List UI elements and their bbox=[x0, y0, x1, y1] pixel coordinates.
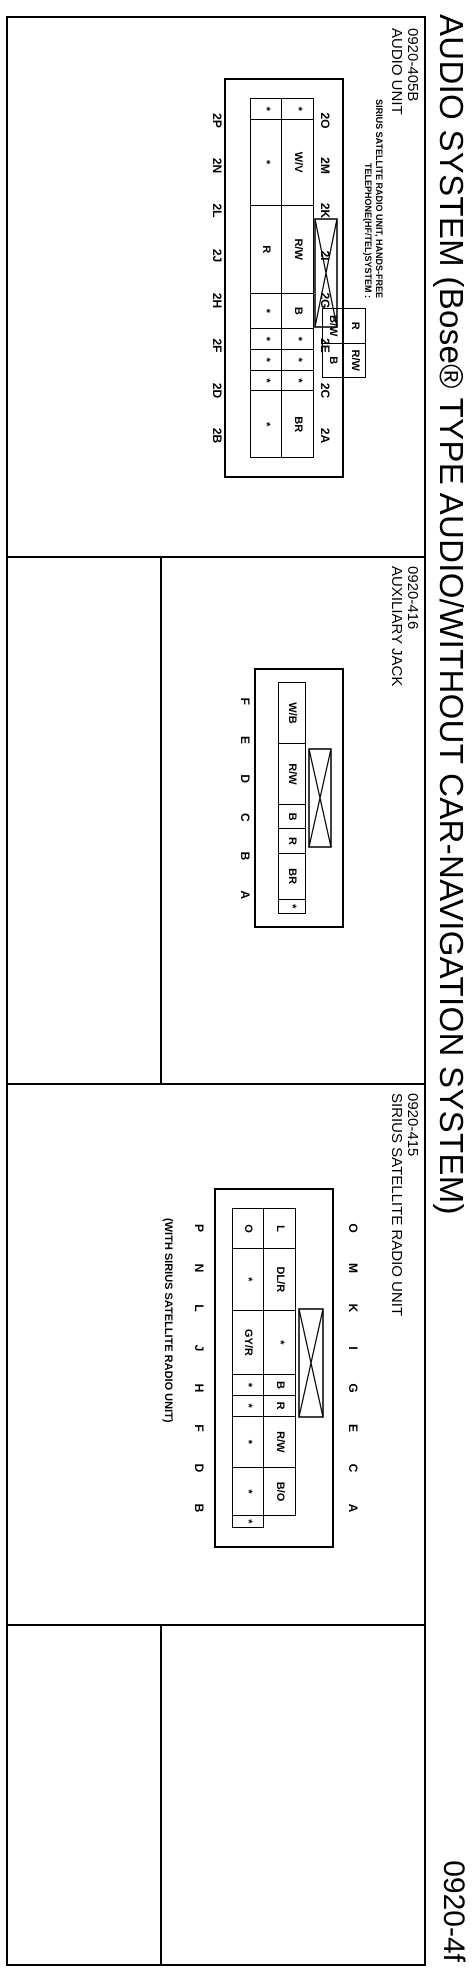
sirius-bottom-label-5: F bbox=[192, 1424, 206, 1432]
sirius-top-label-2: K bbox=[346, 1303, 360, 1313]
audio-pin-top-7: BR bbox=[282, 390, 314, 458]
sirius-top-label-0: O bbox=[346, 1223, 360, 1233]
audio-pin-top-2: R/W bbox=[282, 205, 314, 294]
audio-bottom-label-2: 2L bbox=[210, 203, 224, 218]
aux-label-3: C bbox=[238, 812, 252, 822]
sirius-pin-top-5: R/W bbox=[264, 1416, 296, 1468]
audio-top-label-1: 2M bbox=[318, 157, 332, 174]
connector-code: 0920-405B bbox=[404, 28, 421, 102]
divider-2 bbox=[8, 1083, 424, 1085]
audio-pin-bottom-1: * bbox=[250, 119, 282, 206]
audio-pin-top-5: * bbox=[282, 349, 314, 371]
divider-empty-bottom bbox=[160, 1624, 162, 1964]
audio-pin-top-4: * bbox=[282, 328, 314, 350]
sirius-bottom-label-0: P bbox=[192, 1223, 206, 1232]
audio-pin-bottom-4: * bbox=[250, 328, 282, 350]
aux-pin-2: B bbox=[278, 804, 306, 829]
sirius-bottom-label-6: D bbox=[192, 1463, 206, 1473]
aux-label-0: F bbox=[238, 697, 252, 705]
sirius-pin-bottom-3: * bbox=[232, 1374, 264, 1396]
sirius-top-label-6: C bbox=[346, 1463, 360, 1473]
aux-label-4: B bbox=[238, 851, 252, 861]
aux-pin-3: R bbox=[278, 828, 306, 854]
sirius-top-label-5: E bbox=[346, 1423, 360, 1432]
sirius-bottom-label-7: B bbox=[192, 1503, 206, 1513]
aux-latch bbox=[308, 748, 332, 848]
audio-latch bbox=[314, 218, 338, 328]
aux-pin-4: BR bbox=[278, 853, 306, 900]
audio-pin-top-0: * bbox=[282, 98, 314, 120]
sirius-top-label-4: G bbox=[346, 1383, 360, 1393]
audio-top-label-7: 2A bbox=[318, 427, 332, 444]
sirius-pin-bottom-7: * bbox=[232, 1515, 264, 1528]
sirius-bottom-label-4: H bbox=[192, 1383, 206, 1393]
audio-pin-bottom-0: * bbox=[250, 98, 282, 120]
divider-aux-bottom bbox=[160, 556, 162, 1083]
sirius-top-label-3: I bbox=[346, 1346, 360, 1350]
connector-name: SIRIUS SATELLITE RADIO UNIT bbox=[388, 1093, 405, 1317]
audio-sub-cell-0-0: R bbox=[344, 308, 366, 343]
connector-code: 0920-415 bbox=[404, 1093, 421, 1157]
sirius-pin-top-3: B bbox=[264, 1374, 296, 1396]
sirius-bottom-label-2: L bbox=[192, 1304, 206, 1312]
aux-pin-1: R/W bbox=[278, 743, 306, 805]
page-number: 0920-4f bbox=[437, 1860, 470, 1962]
sirius-pin-top-1: DL/R bbox=[264, 1248, 296, 1311]
audio-pin-bottom-3: * bbox=[250, 293, 282, 329]
audio-bottom-label-3: 2J bbox=[210, 248, 224, 263]
audio-bottom-label-1: 2N bbox=[210, 157, 224, 174]
audio-top-label-6: 2C bbox=[318, 382, 332, 399]
page-title: AUDIO SYSTEM (Bose® TYPE AUDIO/WITHOUT C… bbox=[433, 14, 470, 1215]
audio-bottom-label-0: 2P bbox=[210, 113, 224, 128]
audio-bottom-label-6: 2D bbox=[210, 382, 224, 399]
aux-label-5: A bbox=[238, 890, 252, 899]
audio-bottom-label-7: 2B bbox=[210, 427, 224, 444]
sirius-top-label-7: A bbox=[346, 1503, 360, 1513]
aux-label-2: D bbox=[238, 774, 252, 783]
audio-pin-bottom-2: R bbox=[250, 205, 282, 294]
audio-pin-top-3: B bbox=[282, 293, 314, 329]
sirius-pin-bottom-5: * bbox=[232, 1416, 264, 1468]
sirius-top-label-1: M bbox=[346, 1263, 360, 1273]
sirius-latch bbox=[298, 1308, 324, 1418]
connector-note: SIRIUS SATELLITE RADIO UNIT, HANDS-FREE … bbox=[363, 99, 384, 298]
divider-1 bbox=[8, 556, 424, 558]
sirius-pin-top-4: R bbox=[264, 1395, 296, 1416]
audio-pin-bottom-7: * bbox=[250, 390, 282, 458]
audio-pin-top-6: * bbox=[282, 370, 314, 391]
audio-pin-top-1: W/V bbox=[282, 119, 314, 206]
audio-top-label-0: 2O bbox=[318, 112, 332, 129]
sirius-pin-top-6: B/O bbox=[264, 1467, 296, 1516]
aux-pin-0: W/B bbox=[278, 682, 306, 744]
aux-label-1: E bbox=[238, 735, 252, 744]
sirius-bottom-label-3: J bbox=[192, 1344, 206, 1352]
connector-name: AUDIO UNIT bbox=[388, 28, 405, 115]
audio-bottom-label-5: 2F bbox=[210, 338, 224, 353]
sirius-pin-bottom-1: * bbox=[232, 1248, 264, 1311]
aux-pin-5: * bbox=[278, 899, 306, 914]
audio-pin-bottom-5: * bbox=[250, 349, 282, 371]
sirius-footnote: (WITH SIRIUS SATELLITE RADIO UNIT) bbox=[162, 1218, 174, 1423]
sirius-pin-bottom-6: * bbox=[232, 1467, 264, 1516]
connector-name: AUXILIARY JACK bbox=[388, 566, 405, 687]
sirius-bottom-label-1: N bbox=[192, 1263, 206, 1273]
connector-code: 0920-416 bbox=[404, 566, 421, 630]
diagram-frame: 0920-405B AUDIO UNIT SIRIUS SATELLITE RA… bbox=[6, 16, 426, 1966]
sirius-pin-top-2: * bbox=[264, 1310, 296, 1375]
sirius-pin-bottom-4: * bbox=[232, 1395, 264, 1416]
audio-pin-bottom-6: * bbox=[250, 370, 282, 391]
sirius-pin-bottom-2: GY/R bbox=[232, 1310, 264, 1375]
divider-3 bbox=[8, 1624, 424, 1626]
sirius-pin-top-0: L bbox=[264, 1208, 296, 1249]
audio-bottom-label-4: 2H bbox=[210, 292, 224, 309]
sirius-pin-bottom-0: O bbox=[232, 1208, 264, 1249]
audio-sub-cell-0-1: R/W bbox=[344, 343, 366, 378]
audio-top-label-5: 2E bbox=[318, 338, 332, 353]
